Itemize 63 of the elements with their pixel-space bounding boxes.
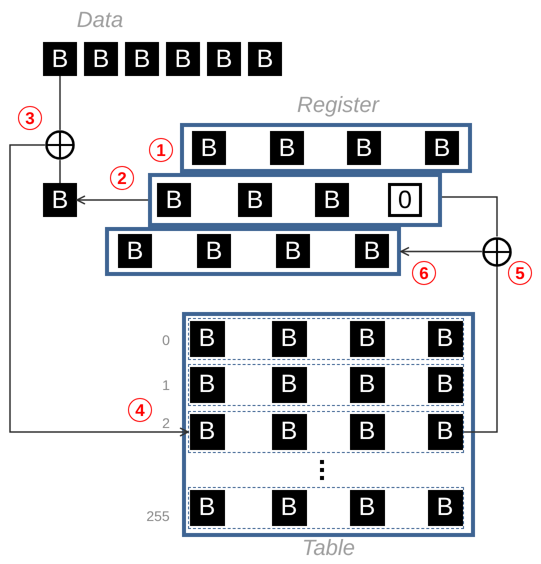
xor-symbol — [45, 130, 75, 160]
byte-block: B — [192, 131, 226, 165]
row-index: 0 — [162, 332, 170, 348]
callout-number: 3 — [18, 106, 42, 130]
callout-number: 6 — [412, 261, 436, 285]
byte-block: 0 — [388, 183, 422, 217]
byte-block: B — [272, 490, 306, 526]
register-row — [180, 123, 472, 173]
byte-block: B — [425, 131, 459, 165]
byte-block: B — [272, 366, 306, 402]
byte-block: B — [190, 414, 224, 450]
connector-line — [76, 195, 148, 205]
byte-block: B — [190, 490, 224, 526]
connector-line — [9, 144, 189, 437]
byte-block: B — [347, 131, 381, 165]
byte-block: B — [270, 131, 304, 165]
byte-block: B — [355, 234, 389, 268]
byte-block: B — [428, 366, 462, 402]
byte-block: B — [157, 183, 191, 217]
connector-line — [442, 196, 498, 236]
byte-block: B — [248, 42, 282, 76]
connector-line — [464, 266, 498, 433]
callout-number: 2 — [110, 166, 134, 190]
register-row — [105, 227, 401, 276]
byte-block: B — [84, 42, 118, 76]
connector-line — [59, 76, 61, 130]
byte-block: B — [166, 42, 200, 76]
byte-block: B — [118, 234, 152, 268]
connector-line — [59, 160, 61, 183]
table-row — [188, 487, 464, 529]
callout-number: 5 — [508, 261, 532, 285]
byte-block: B — [350, 490, 384, 526]
byte-block: B — [272, 320, 306, 356]
byte-block: B — [190, 366, 224, 402]
byte-block: B — [350, 414, 384, 450]
table-row — [188, 318, 464, 360]
byte-block: B — [43, 183, 77, 217]
row-index: 255 — [146, 508, 170, 524]
table-row — [188, 364, 464, 406]
section-title: Data — [76, 7, 124, 33]
byte-block: B — [315, 183, 349, 217]
byte-block: B — [190, 320, 224, 356]
xor-symbol — [482, 236, 512, 266]
section-title: Register — [297, 92, 379, 118]
byte-block: B — [428, 490, 462, 526]
byte-block: B — [428, 320, 462, 356]
byte-block: B — [350, 366, 384, 402]
connector-line — [400, 246, 482, 256]
byte-block: B — [428, 414, 462, 450]
byte-block: B — [272, 414, 306, 450]
byte-block: B — [350, 320, 384, 356]
table-title: Table — [300, 535, 356, 561]
byte-block: B — [125, 42, 159, 76]
row-index: 2 — [162, 415, 170, 431]
callout-number: 1 — [149, 138, 173, 162]
callout-number: 4 — [128, 398, 152, 422]
table-row — [188, 411, 464, 453]
row-index: 1 — [162, 377, 170, 393]
byte-block: B — [43, 42, 77, 76]
byte-block: B — [207, 42, 241, 76]
byte-block: B — [238, 183, 272, 217]
byte-block: B — [276, 234, 310, 268]
byte-block: B — [197, 234, 231, 268]
